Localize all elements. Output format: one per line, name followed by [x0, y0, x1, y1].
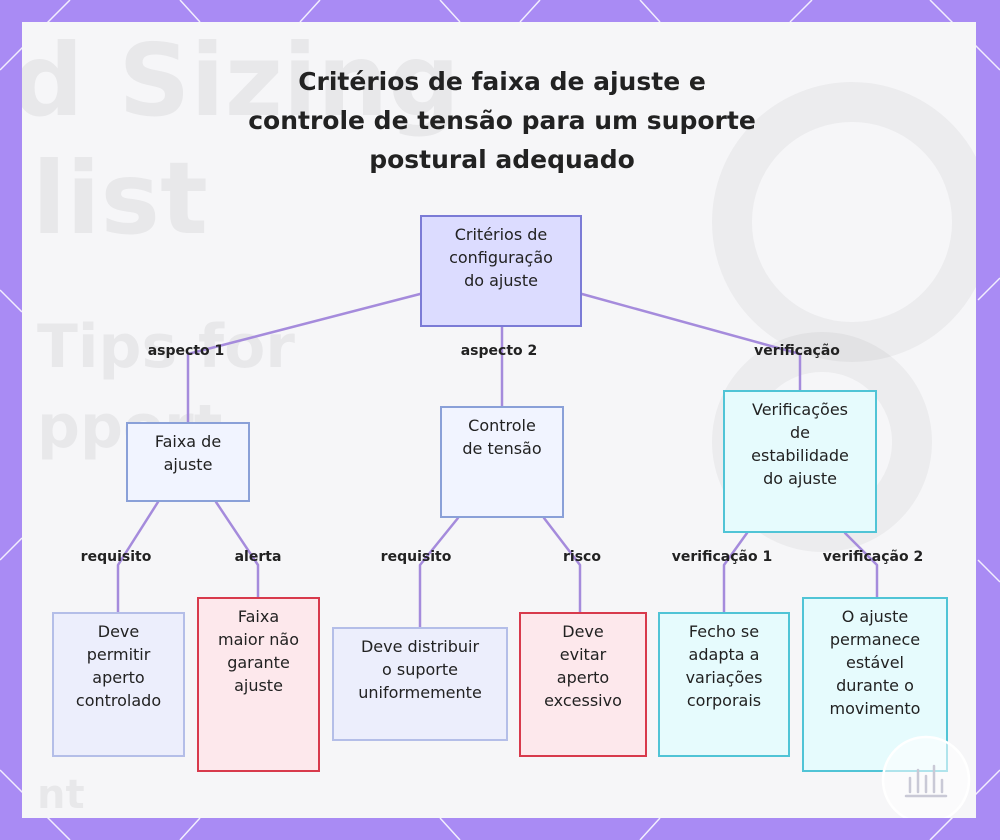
node-text-line: Faixa [218, 605, 299, 628]
link-requisito-b [420, 518, 458, 627]
node-text-line: Faixa de [155, 430, 221, 453]
diagram-card: d Sizing list Tips for pport nt Critério… [22, 22, 976, 818]
node-text-line: do ajuste [751, 467, 849, 490]
edge-label-risco: risco [563, 549, 601, 565]
node-text-line: ajuste [155, 453, 221, 476]
node-text-line: estável [830, 651, 921, 674]
node-text-line: adapta a [686, 643, 763, 666]
node-text-line: Controle [462, 414, 541, 437]
node-text-line: Deve [76, 620, 161, 643]
node-text-line: de [751, 421, 849, 444]
edge-label-verificacao-1: verificação 1 [672, 549, 772, 565]
node-text-line: permanece [830, 628, 921, 651]
edge-label-aspecto-1: aspecto 1 [148, 343, 225, 359]
node-text-line: excessivo [544, 689, 622, 712]
node-text-line: controlado [76, 689, 161, 712]
node-deve-evitar: Deve evitar aperto excessivo [519, 612, 647, 757]
node-text-line: permitir [76, 643, 161, 666]
edge-label-requisito-b: requisito [381, 549, 452, 565]
node-text-line: aperto [544, 666, 622, 689]
edge-label-aspecto-2: aspecto 2 [461, 343, 538, 359]
node-faixa-de-ajuste: Faixa de ajuste [126, 422, 250, 502]
node-text-line: estabilidade [751, 444, 849, 467]
link-verificacao [582, 294, 800, 390]
edge-label-verificacao-2: verificação 2 [823, 549, 923, 565]
node-text-line: Verificações [751, 398, 849, 421]
edge-label-alerta: alerta [235, 549, 282, 565]
node-text-line: corporais [686, 689, 763, 712]
node-text-line: do ajuste [449, 269, 553, 292]
node-text-line: configuração [449, 246, 553, 269]
node-text-line: movimento [830, 697, 921, 720]
node-text-line: durante o [830, 674, 921, 697]
edge-label-requisito-a: requisito [81, 549, 152, 565]
link-verificacao-2 [845, 533, 877, 597]
node-text-line: variações [686, 666, 763, 689]
node-deve-distribuir: Deve distribuir o suporte uniformemente [332, 627, 508, 741]
node-criterios-configuracao: Critérios de configuração do ajuste [420, 215, 582, 327]
link-verificacao-1 [724, 533, 747, 612]
node-verificacoes-estabilidade: Verificações de estabilidade do ajuste [723, 390, 877, 533]
node-deve-permitir: Deve permitir aperto controlado [52, 612, 185, 757]
node-text-line: Deve [544, 620, 622, 643]
edge-label-verificacao: verificação [754, 343, 840, 359]
node-controle-de-tensao: Controle de tensão [440, 406, 564, 518]
node-fecho-se-adapta: Fecho se adapta a variações corporais [658, 612, 790, 757]
node-text-line: Critérios de [449, 223, 553, 246]
node-text-line: aperto [76, 666, 161, 689]
node-text-line: maior não [218, 628, 299, 651]
node-text-line: evitar [544, 643, 622, 666]
node-text-line: ajuste [218, 674, 299, 697]
node-text-line: Deve distribuir [358, 635, 482, 658]
node-text-line: garante [218, 651, 299, 674]
node-text-line: uniformemente [358, 681, 482, 704]
node-text-line: de tensão [462, 437, 541, 460]
node-faixa-maior: Faixa maior não garante ajuste [197, 597, 320, 772]
link-risco [544, 518, 580, 612]
node-text-line: o suporte [358, 658, 482, 681]
node-text-line: O ajuste [830, 605, 921, 628]
node-text-line: Fecho se [686, 620, 763, 643]
sparkle-logo-icon [880, 734, 972, 818]
